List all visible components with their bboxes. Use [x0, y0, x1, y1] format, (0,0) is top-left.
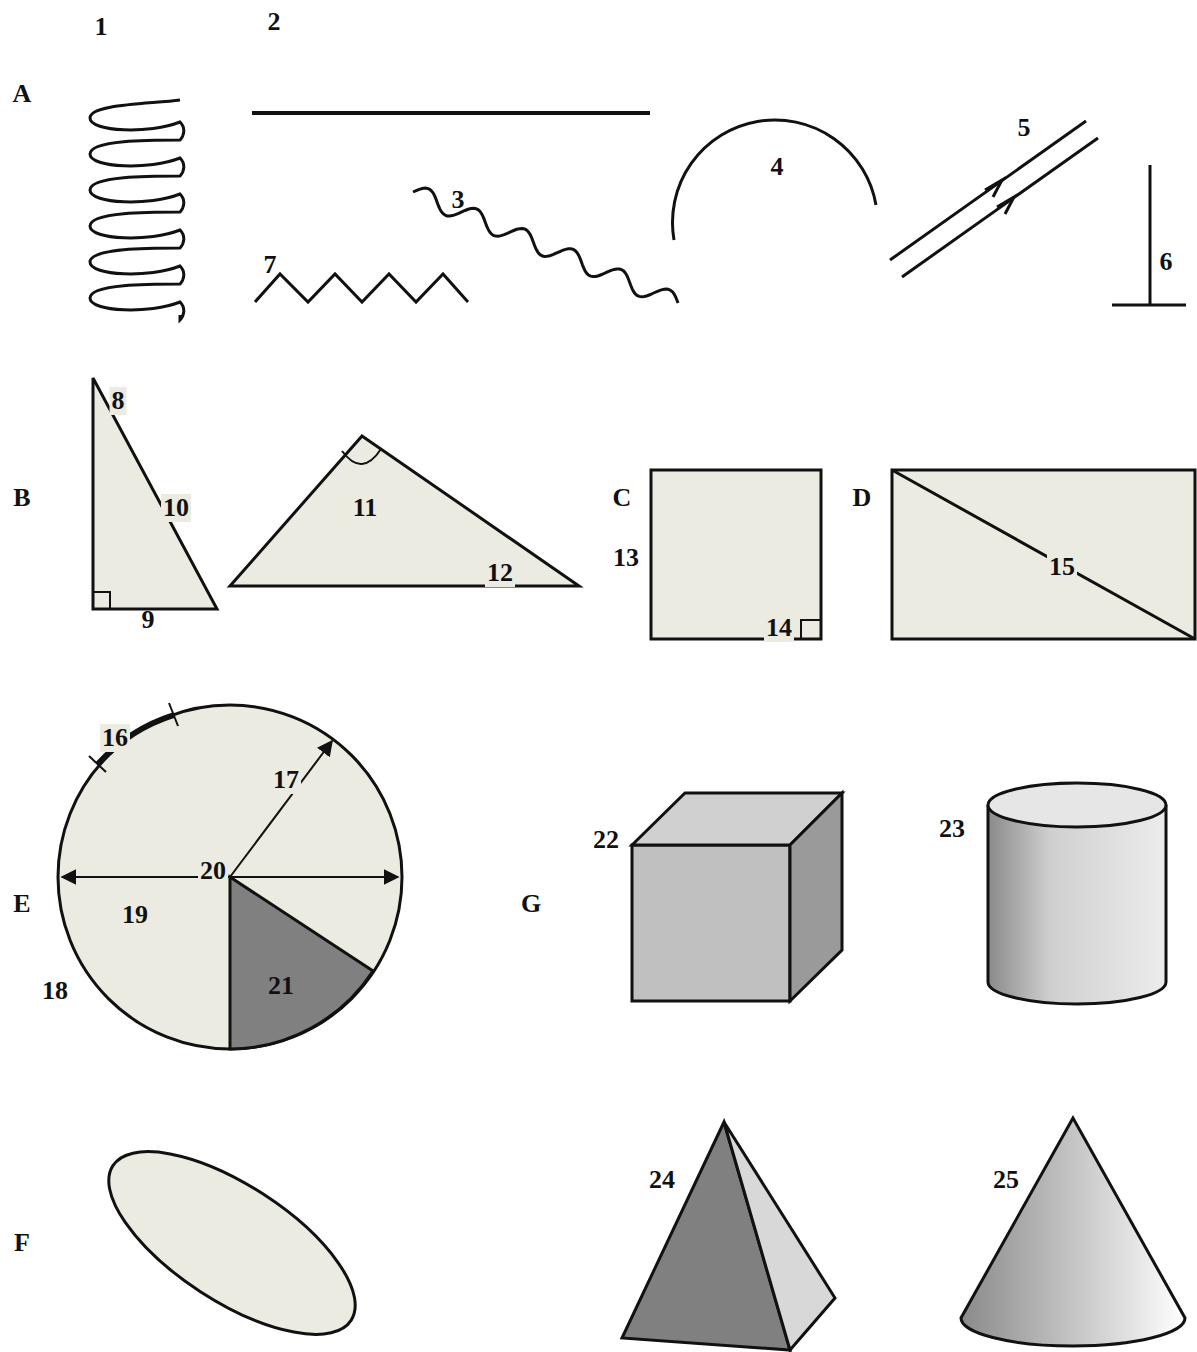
- callout-number: 10: [161, 494, 191, 522]
- callout-number: 18: [40, 977, 70, 1005]
- callout-number: 24: [647, 1166, 677, 1194]
- callout-number: 9: [140, 606, 157, 634]
- callout-number: 19: [120, 901, 150, 929]
- callout-number: 21: [266, 972, 296, 1000]
- helix-curve: [90, 100, 184, 320]
- callout-number: 2: [266, 8, 283, 36]
- callout-number: 25: [991, 1166, 1021, 1194]
- callout-number: 22: [591, 826, 621, 854]
- callout-number: 14: [764, 614, 794, 642]
- callout-number: 6: [1158, 248, 1175, 276]
- row-letter: F: [12, 1229, 32, 1257]
- callout-number: 15: [1047, 553, 1077, 581]
- row-letter: A: [11, 80, 34, 108]
- callout-number: 20: [198, 857, 228, 885]
- row-letter: D: [851, 484, 874, 512]
- callout-number: 7: [262, 251, 279, 279]
- callout-number: 1: [93, 13, 110, 41]
- callout-number: 3: [450, 186, 467, 214]
- callout-number: 8: [110, 387, 127, 415]
- callout-number: 11: [351, 494, 380, 522]
- callout-number: 13: [611, 544, 641, 572]
- callout-number: 5: [1016, 114, 1033, 142]
- row-letter: G: [519, 890, 543, 918]
- row-letter: E: [11, 890, 32, 918]
- callout-number: 4: [769, 153, 786, 181]
- callout-number: 17: [271, 766, 301, 794]
- callout-number: 23: [937, 815, 967, 843]
- row-letter: B: [11, 484, 32, 512]
- row-letter: C: [611, 484, 634, 512]
- callout-number: 16: [100, 724, 130, 752]
- callout-number: 12: [485, 559, 515, 587]
